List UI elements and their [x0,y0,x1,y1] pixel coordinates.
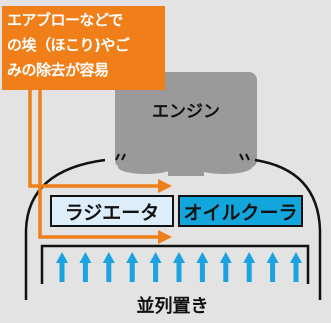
radiator-bracket [40,244,310,284]
airflow-arrow-head [196,252,209,263]
body-gap-mark-left [115,153,126,161]
airflow-arrow-head [102,252,115,263]
airflow-arrow-shaft [176,261,182,282]
orange-arrowhead-upper [158,179,172,193]
airflow-arrow-shaft [59,261,65,282]
parallel-placement-label: 並列置き [136,296,209,317]
orange-arrowhead-lower [158,230,172,244]
caption-line-1: エアブローなどで [7,11,123,29]
airflow-arrow-head [243,252,256,263]
caption-line-3: みの除去が容易 [7,61,109,79]
airflow-arrow-shaft [106,261,112,282]
engine-mount-right [196,160,252,174]
airflow-arrow-head [149,252,162,263]
airflow-arrow-head [219,252,232,263]
airflow-arrow-shaft [246,261,252,282]
orange-flow-line-lower [38,90,160,239]
engine-label: エンジン [152,101,220,122]
airflow-arrow-head [290,252,302,263]
airflow-arrow-shaft [293,261,299,282]
airflow-arrow-head [126,252,139,263]
airflow-arrow-shaft [129,261,135,282]
airflow-arrow-shaft [82,261,88,282]
oil-cooler-label: オイルクーラ [178,195,303,227]
body-outline-right [254,158,322,300]
orange-flow-line-upper [28,90,160,188]
airflow-arrow-shaft [223,261,229,282]
radiator-label: ラジエータ [50,195,174,227]
airflow-arrow-shaft [199,261,205,282]
engine-block [115,72,257,168]
caption-box: エアブローなどで の埃（ほこり)やご みの除去が容易 [2,6,165,90]
airflow-arrow-shaft [153,261,159,282]
body-outline [24,158,106,300]
airflow-arrow-head [266,252,279,263]
airflow-arrow-head [56,252,68,263]
body-gap-mark-right [239,153,250,161]
caption-line-2: の埃（ほこり)やご [7,36,130,54]
airflow-arrow-head [173,252,185,263]
airflow-arrow-shaft [270,261,276,282]
engine-neck [168,160,204,176]
engine-mount-left [118,160,174,174]
airflow-arrow-head [79,252,92,263]
airflow-arrows [56,252,302,282]
